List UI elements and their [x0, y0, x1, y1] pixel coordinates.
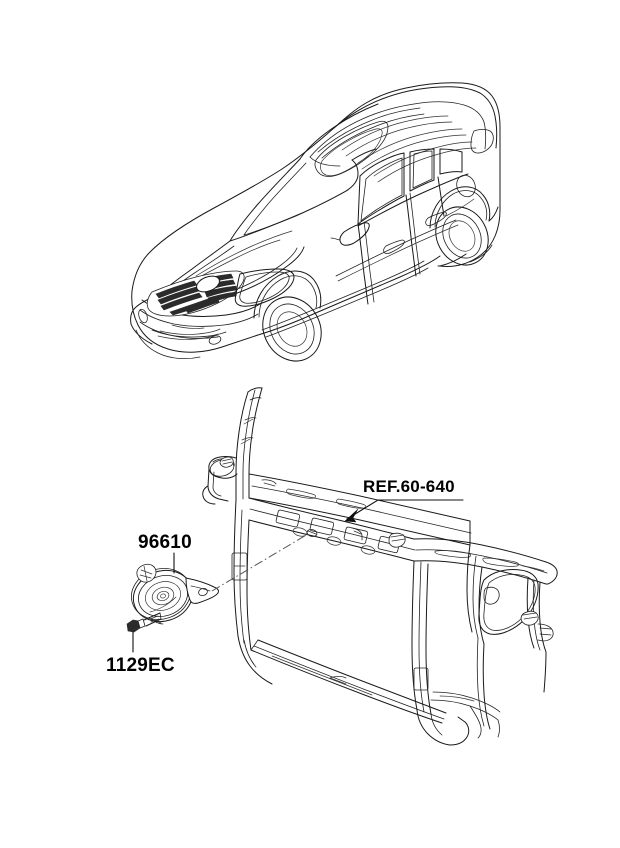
radiator-support-carrier [202, 387, 558, 746]
carrier-mounting-hole [306, 529, 318, 537]
vehicle-illustration [130, 82, 501, 362]
part-number-label-96610: 96610 [138, 532, 192, 553]
front-grille [155, 273, 238, 316]
part-number-label-1129EC: 1129EC [106, 655, 175, 676]
horn-bracket [185, 577, 219, 604]
front-wheel [262, 296, 322, 362]
mounting-bolt [126, 612, 162, 633]
rear-wheel [435, 206, 489, 266]
reference-label-60-640: REF.60-640 [363, 477, 455, 496]
horn-assembly [131, 563, 219, 625]
assembly-centerline [211, 533, 309, 592]
leader-ref-60-640 [344, 499, 464, 523]
